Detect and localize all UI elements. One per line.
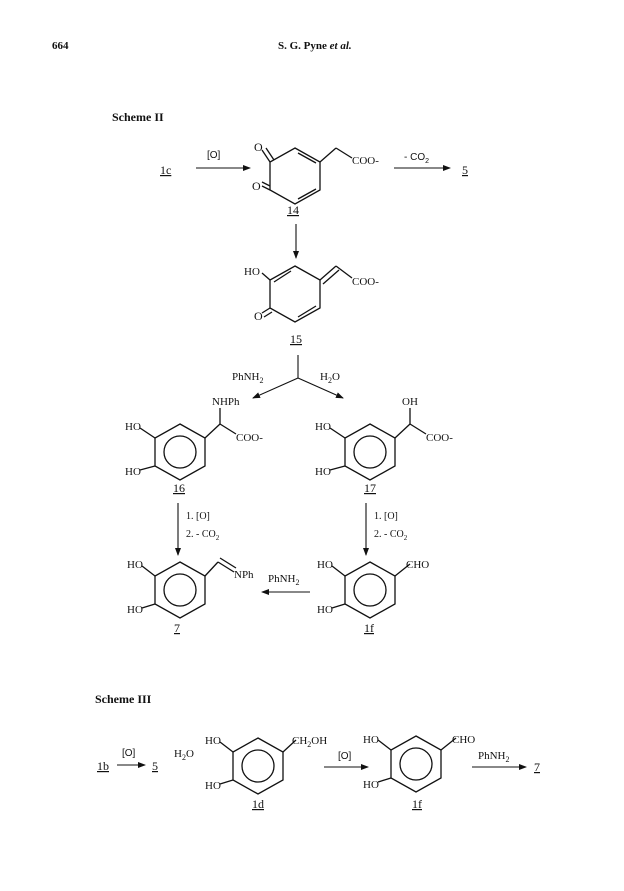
reagent-oxidation-1: [O] [207,150,221,161]
atom-coo-16: COO- [236,432,263,444]
atom-ho-1d-top: HO [205,735,221,747]
reagent-water-3: H2O [174,748,194,762]
compound-1f-label: 1f [364,621,374,635]
compound-1b-label: 1b [97,759,109,773]
atom-cho-1f: CHO [406,559,429,571]
atom-ho-17-top: HO [315,421,331,433]
compound-15-label: 15 [290,332,302,346]
compound-14-label: 14 [287,203,299,217]
intermediate-5-label: 5 [152,759,158,773]
atom-oh-17: OH [402,396,418,408]
reagent-oxidation-3a: [O] [122,748,136,759]
reagent-aniline-1: PhNH2 [232,371,264,385]
atom-ho-1d-bottom: HO [205,780,221,792]
reagent-decarboxylation-1: - CO2 [404,152,429,165]
compound-17-label: 17 [364,481,376,495]
atom-ho-16-bottom: HO [125,466,141,478]
atom-coo-15: COO- [352,276,379,288]
atom-coo-17: COO- [426,432,453,444]
scheme-2-title: Scheme II [112,110,164,124]
atom-ho-7-top: HO [127,559,143,571]
scheme-3-title: Scheme III [95,692,152,706]
reagent-oxidation-3b: [O] [338,751,352,762]
step-decarb-16: 2. - CO2 [186,529,220,542]
reagent-aniline-3: PhNH2 [478,750,510,764]
step-ox-16: 1. [O] [186,511,210,522]
atom-ch2oh-1d: CH2OH [292,735,327,749]
page-number: 664 [52,40,69,52]
reagent-aniline-2: PhNH2 [268,573,300,587]
product-7-label-scheme3: 7 [534,760,540,774]
atom-ho-1f3-top: HO [363,734,379,746]
reagent-water-1: H2O [320,371,340,385]
atom-cho-1f3: CHO [452,734,475,746]
atom-nph-7: NPh [234,569,254,581]
compound-1d-structure [219,737,297,795]
compound-1d-label: 1d [252,797,264,811]
atom-o-14-top: O [254,140,263,154]
atom-ho-16-top: HO [125,421,141,433]
atom-ho-1f-top: HO [317,559,333,571]
atom-ho-1f-bottom: HO [317,604,333,616]
step-decarb-17: 2. - CO2 [374,529,408,542]
step-ox-17: 1. [O] [374,511,398,522]
atom-ho-1f3-bottom: HO [363,779,379,791]
compound-15-structure [261,265,353,323]
compound-7-structure [141,557,237,619]
compound-1f-structure [331,561,411,619]
atom-coo-14: COO- [352,155,379,167]
compound-1f3-label: 1f [412,797,422,811]
arrow-15-to-17 [297,377,344,399]
atom-o-14-bottom: O [252,179,261,193]
running-head-authors: S. G. Pyne [278,40,327,52]
running-head: S. G. Pyne et al. [278,40,352,52]
atom-ho-7-bottom: HO [127,604,143,616]
running-head-etal: et al. [329,40,352,52]
compound-7-label: 7 [174,621,180,635]
arrow-15-to-16 [252,377,299,399]
atom-ho-15: HO [244,266,260,278]
product-5-label: 5 [462,163,468,177]
compound-16-structure [139,408,237,481]
atom-ho-17-bottom: HO [315,466,331,478]
atom-o-15: O [254,309,263,323]
compound-17-structure [329,408,427,481]
compound-16-label: 16 [173,481,185,495]
compound-14-structure [261,147,353,205]
atom-nhph-16: NHPh [212,396,240,408]
compound-1c-label: 1c [160,163,171,177]
compound-1f-structure-3 [377,735,457,793]
